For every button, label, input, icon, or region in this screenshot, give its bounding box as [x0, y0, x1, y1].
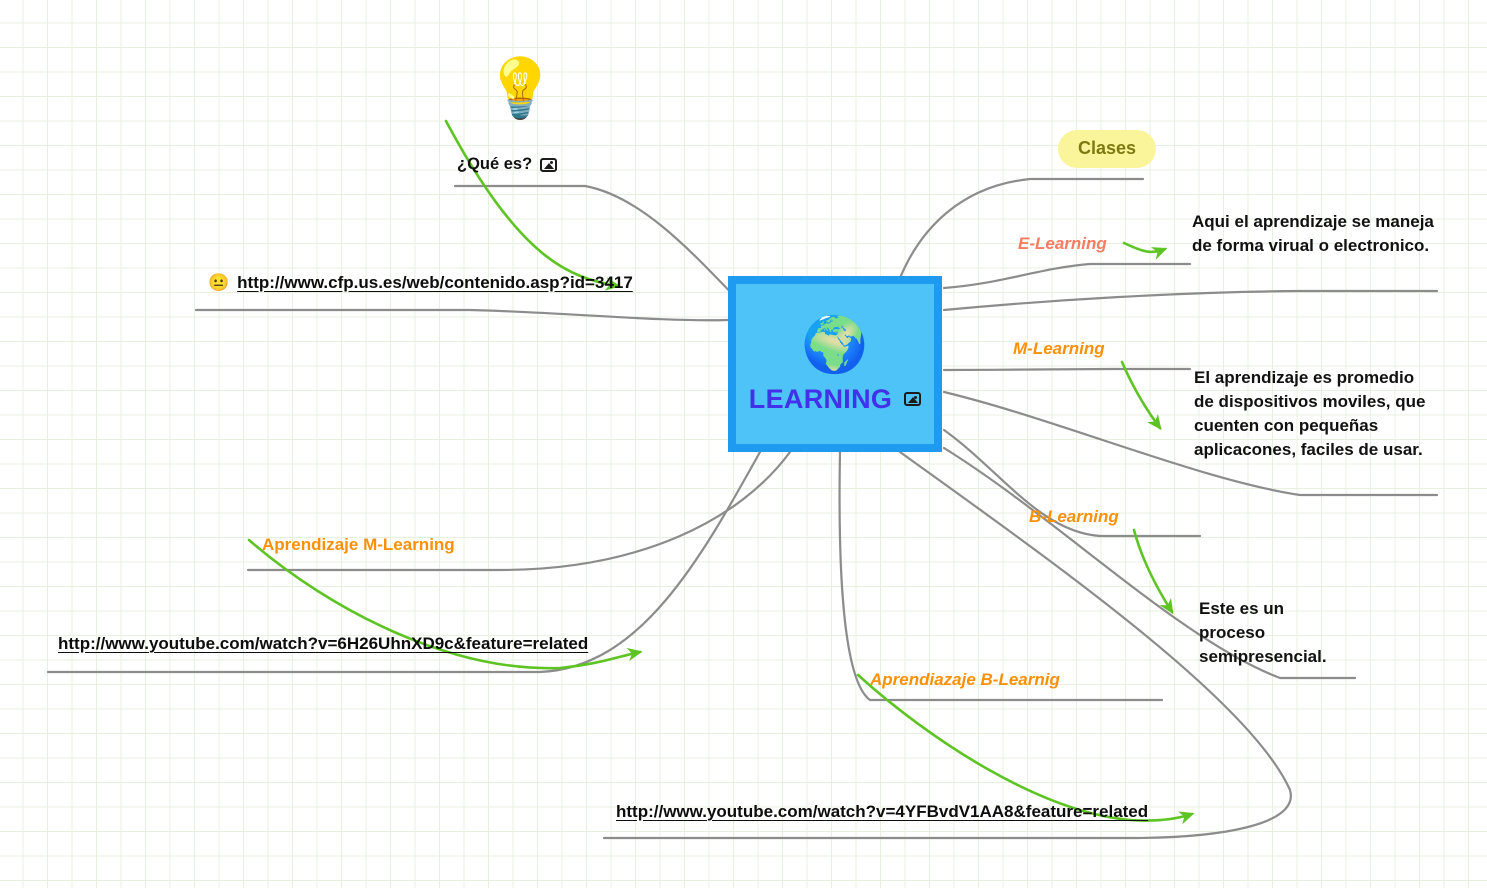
node-url-youtube-b[interactable]: http://www.youtube.com/watch?v=4YFBvdV1A… [616, 802, 1148, 822]
central-title-row: LEARNING [748, 383, 922, 415]
node-url-youtube-m-link[interactable]: http://www.youtube.com/watch?v=6H26UhnXD… [58, 634, 589, 653]
node-b-learning-description: Este es un proceso semipresencial. [1199, 599, 1327, 667]
node-que-es[interactable]: ¿Qué es? [457, 155, 558, 174]
node-aprendizaje-m-learning-label: Aprendizaje M-Learning [262, 535, 455, 554]
node-clases[interactable]: Clases [1058, 130, 1157, 168]
node-url-cfp-row: 😐 http://www.cfp.us.es/web/contenido.asp… [208, 273, 633, 293]
image-icon[interactable] [904, 392, 922, 406]
image-icon[interactable] [540, 157, 558, 172]
node-e-learning-description: Aqui el aprendizaje se maneja de forma v… [1192, 212, 1434, 256]
node-que-es-label: ¿Qué es? [457, 155, 533, 173]
node-b-learning[interactable]: B-Learning [1029, 507, 1119, 527]
node-m-learning[interactable]: M-Learning [1013, 339, 1105, 359]
node-url-cfp[interactable]: 😐 http://www.cfp.us.es/web/contenido.asp… [208, 273, 633, 293]
light-bulb-icon: 💡 [484, 56, 557, 121]
node-que-es-row: ¿Qué es? [457, 155, 558, 174]
node-url-cfp-link[interactable]: http://www.cfp.us.es/web/contenido.asp?i… [237, 273, 633, 292]
node-e-learning-label: E-Learning [1018, 234, 1107, 253]
node-aprendiazaje-b-learnig-label: Aprendiazaje B-Learnig [870, 670, 1060, 689]
relation-arrows [247, 119, 1195, 825]
node-clases-label: Clases [1058, 130, 1157, 168]
globe-icon: 🌍 [801, 314, 869, 375]
node-b-learning-label: B-Learning [1029, 507, 1119, 526]
node-url-youtube-m[interactable]: http://www.youtube.com/watch?v=6H26UhnXD… [58, 634, 588, 654]
node-e-learning[interactable]: E-Learning [1018, 234, 1107, 254]
neutral-face-icon: 😐 [208, 273, 230, 292]
node-m-learning-label: M-Learning [1013, 339, 1105, 358]
node-m-learning-description: El aprendizaje es promedio de dispositiv… [1194, 368, 1426, 460]
node-url-youtube-b-link[interactable]: http://www.youtube.com/watch?v=4YFBvdV1A… [616, 802, 1149, 821]
central-node[interactable]: 🌍 LEARNING [728, 276, 942, 452]
node-aprendiazaje-b-learnig[interactable]: Aprendiazaje B-Learnig [870, 670, 1060, 690]
central-node-label: LEARNING [748, 383, 893, 414]
node-aprendizaje-m-learning[interactable]: Aprendizaje M-Learning [262, 535, 455, 555]
